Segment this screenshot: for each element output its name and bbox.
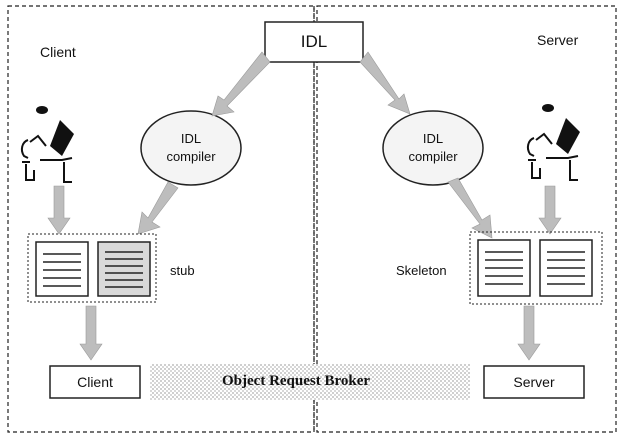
stub-group — [27, 233, 157, 303]
idl-compiler-left — [140, 110, 242, 186]
server-region-title: Server — [537, 32, 579, 48]
arrow-idl-to-left-compiler — [211, 51, 271, 117]
arrow-skeleton-to-server-box — [517, 305, 541, 361]
idl-compiler-right-line1: IDL — [422, 131, 444, 146]
server-box — [483, 365, 585, 399]
idl-label: IDL — [300, 32, 328, 51]
client-user-icon — [20, 106, 74, 183]
idl-compiler-right-line2: compiler — [408, 149, 458, 164]
client-box-label: Client — [77, 374, 113, 390]
stub-page-shaded — [97, 241, 151, 297]
idl-compiler-left-line2: compiler — [166, 149, 216, 164]
orb-band — [150, 364, 470, 400]
arrow-client-user-to-stub — [47, 185, 71, 235]
arrow-left-compiler-to-stub — [137, 181, 179, 235]
orb-label: Object Request Broker — [222, 373, 371, 389]
idl-box — [264, 21, 364, 63]
stub-page-plain — [35, 241, 89, 297]
idl-compiler-right-label: IDL compiler — [383, 111, 483, 185]
client-region-title: Client — [40, 44, 76, 60]
arrows — [47, 51, 562, 361]
skeleton-group — [469, 231, 603, 305]
idl-compiler-right — [382, 110, 484, 186]
arrow-idl-to-right-compiler — [359, 51, 411, 115]
client-box — [49, 365, 141, 399]
stub-label: stub — [170, 263, 195, 278]
skeleton-label: Skeleton — [396, 263, 447, 278]
idl-compiler-left-label: IDL compiler — [141, 111, 241, 185]
server-user-icon — [526, 104, 580, 181]
arrow-stub-to-client-box — [79, 305, 103, 361]
arrow-right-compiler-to-skeleton — [447, 177, 493, 239]
server-region — [316, 5, 617, 433]
arrow-server-user-to-skeleton — [538, 185, 562, 235]
idl-compiler-left-line1: IDL — [180, 131, 202, 146]
server-box-label: Server — [513, 374, 555, 390]
